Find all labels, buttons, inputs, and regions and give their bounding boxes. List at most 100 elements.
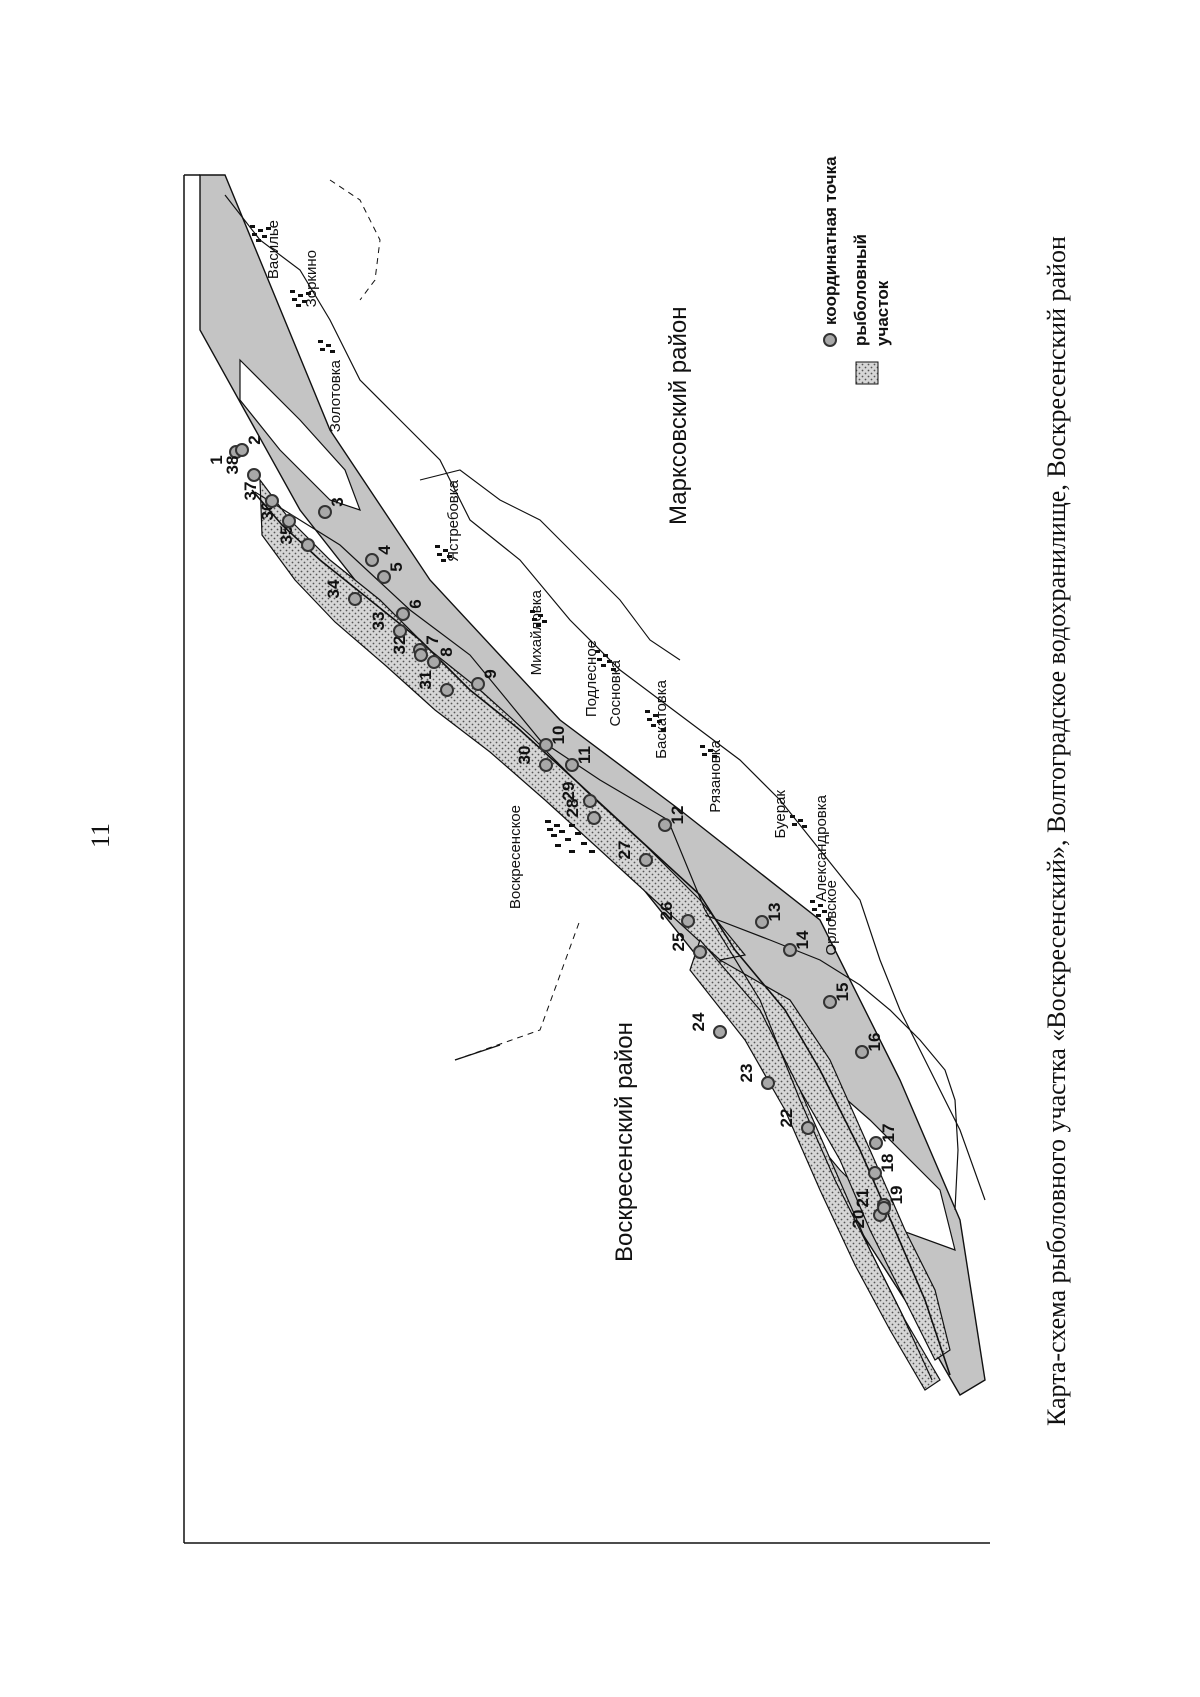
coordinate-point-35: 35 — [277, 526, 315, 552]
coordinate-point-marker — [235, 443, 249, 457]
coordinate-point-label: 10 — [549, 726, 568, 745]
coordinate-point-marker — [755, 915, 769, 929]
east-shoreline — [224, 194, 986, 1201]
coordinate-point-marker — [639, 853, 653, 867]
coordinate-point-marker — [565, 758, 579, 772]
coordinate-point-label: 30 — [515, 746, 534, 765]
district-labels: Воскресенский район Марксовский район — [611, 306, 692, 1262]
block-orlovskoe — [810, 900, 831, 921]
coordinate-point-label: 8 — [437, 647, 456, 656]
block-sosnovka — [595, 650, 616, 671]
coordinate-point-label: 16 — [865, 1033, 884, 1052]
coordinate-point-marker — [693, 945, 707, 959]
island-upper — [239, 358, 362, 511]
coordinate-point-30: 30 — [515, 746, 553, 772]
fishing-area-boundary-inner — [254, 491, 933, 1381]
settlement-label-ryazanovka: Рязановка — [707, 739, 724, 812]
block-vasilye — [250, 225, 271, 242]
west-road — [454, 919, 581, 1061]
block-voskresenskoe — [545, 820, 595, 853]
coordinate-point-3: 3 — [318, 497, 347, 519]
district-label-voskresensky: Воскресенский район — [611, 1022, 638, 1262]
coordinate-point-label: 19 — [887, 1186, 906, 1205]
coordinate-point-label: 20 — [849, 1210, 868, 1229]
coordinate-point-label: 27 — [615, 841, 634, 860]
coordinate-point-marker — [583, 794, 597, 808]
coordinate-point-8: 8 — [427, 647, 456, 669]
coordinate-point-marker — [539, 738, 553, 752]
coordinate-point-17: 17 — [869, 1124, 898, 1150]
coordinate-point-marker — [365, 553, 379, 567]
legend-point-icon — [823, 333, 837, 347]
coordinate-point-marker — [877, 1201, 891, 1215]
coordinate-point-14: 14 — [783, 930, 812, 957]
coordinate-point-marker — [393, 624, 407, 638]
coordinate-point-marker — [783, 943, 797, 957]
coordinate-point-15: 15 — [823, 983, 852, 1009]
settlement-label-vasilye: Василье — [265, 220, 282, 279]
coordinate-point-9: 9 — [471, 669, 500, 691]
coordinate-point-label: 35 — [277, 526, 296, 545]
coordinate-point-label: 23 — [737, 1064, 756, 1083]
coordinate-point-25: 25 — [669, 933, 707, 959]
coordinate-point-10: 10 — [539, 726, 568, 752]
coordinate-point-31: 31 — [416, 671, 454, 697]
coordinate-point-12: 12 — [658, 806, 687, 832]
east-road — [329, 179, 381, 301]
coordinate-point-6: 6 — [396, 599, 425, 621]
coordinate-point-label: 31 — [416, 671, 435, 690]
east-tributary — [419, 469, 681, 661]
coordinate-point-marker — [396, 607, 410, 621]
coordinate-point-label: 12 — [668, 806, 687, 825]
coordinate-point-label: 34 — [324, 579, 343, 598]
coordinate-point-label: 7 — [423, 635, 442, 644]
block-zolotovka — [318, 340, 335, 353]
block-aleksandrovka — [790, 815, 807, 828]
coordinate-point-37: 37 — [241, 482, 279, 508]
coordinate-point-26: 26 — [657, 902, 695, 928]
coordinate-point-label: 14 — [793, 930, 812, 949]
coordinate-point-marker — [713, 1025, 727, 1039]
district-label-marksovsky: Марксовский район — [665, 306, 692, 525]
coordinate-point-16: 16 — [855, 1033, 884, 1059]
legend-area-label-1: рыболовный — [851, 234, 870, 346]
settlement-label-zorkino: Зоркино — [303, 250, 320, 307]
coordinate-point-label: 3 — [328, 497, 347, 506]
settlement-label-sosnovka: Сосновка — [607, 659, 624, 726]
settlement-label-zolotovka: Золотовка — [327, 359, 344, 432]
coordinate-point-label: 17 — [879, 1124, 898, 1143]
coordinate-point-marker — [587, 811, 601, 825]
coordinate-point-marker — [348, 592, 362, 606]
coordinate-point-marker — [539, 758, 553, 772]
block-ryazanovka — [700, 745, 717, 758]
legend-point-label: координатная точка — [821, 156, 840, 325]
coordinate-point-marker — [247, 468, 261, 482]
coordinate-point-label: 32 — [390, 636, 409, 655]
legend: координатная точка рыболовный участок — [821, 156, 892, 385]
coordinate-point-marker — [868, 1166, 882, 1180]
coordinate-point-label: 13 — [765, 903, 784, 922]
settlement-label-orlovskoe: Орловское — [823, 880, 840, 955]
coordinate-point-marker — [658, 818, 672, 832]
coordinate-point-marker — [265, 494, 279, 508]
fishing-area-upper — [259, 478, 747, 961]
block-zorkino — [290, 290, 311, 307]
legend-area-label-2: участок — [873, 280, 892, 346]
coordinate-point-marker — [823, 995, 837, 1009]
coordinate-points: 1234567891011121314151617181920212223242… — [207, 435, 906, 1228]
block-baskatovka — [645, 710, 666, 731]
coordinate-point-marker — [282, 514, 296, 528]
coordinate-point-label: 9 — [481, 669, 500, 678]
coordinate-point-label: 4 — [375, 545, 394, 555]
map-caption: Карта-схема рыболовного участка «Воскрес… — [1042, 236, 1071, 1426]
coordinate-point-label: 37 — [241, 482, 260, 501]
settlement-label-voskresenskoe: Воскресенское — [507, 805, 524, 909]
settlement-label-yastrebovka: Ястребовка — [445, 479, 462, 562]
coordinate-point-marker — [761, 1076, 775, 1090]
coordinate-point-38: 38 — [223, 456, 261, 482]
coordinate-point-marker — [681, 914, 695, 928]
coordinate-point-4: 4 — [365, 545, 394, 567]
coordinate-point-23: 23 — [737, 1064, 775, 1090]
coordinate-point-label: 21 — [853, 1189, 872, 1208]
